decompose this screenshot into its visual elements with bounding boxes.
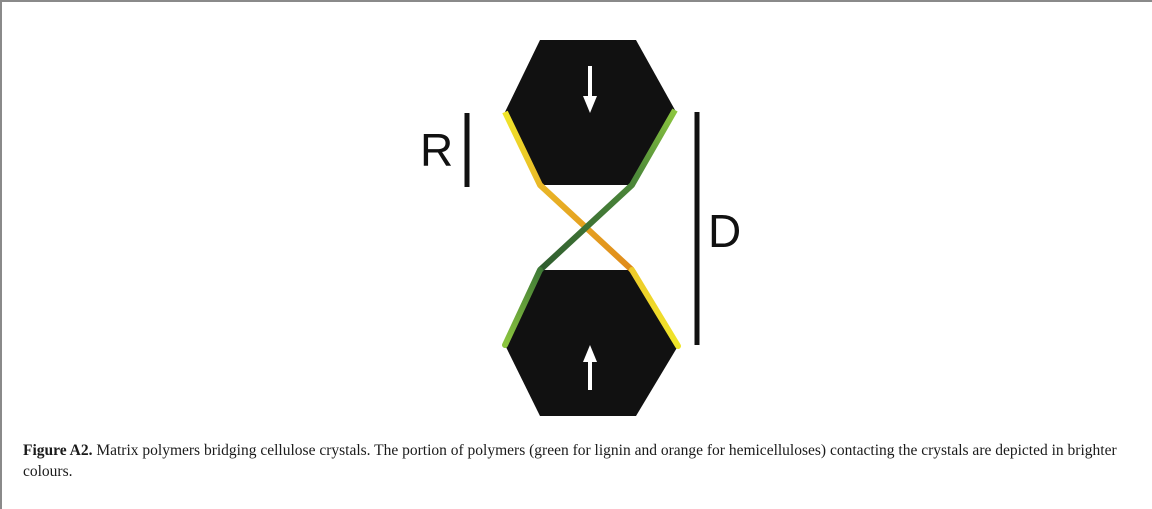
arrow-up-icon (583, 345, 597, 390)
crystal-bridging-diagram: R D (420, 40, 741, 416)
lignin-strand-top (537, 108, 678, 273)
arrow-down-icon (583, 66, 597, 113)
r-label: R (420, 124, 453, 176)
hemicellulose-strand-top (502, 110, 635, 273)
figure-caption-text: Matrix polymers bridging cellulose cryst… (23, 442, 1117, 480)
hemicellulose-strand-bottom (629, 267, 681, 349)
frame-top-border (0, 0, 1152, 2)
figure-label: Figure A2. (23, 442, 93, 459)
lignin-strand-bottom (502, 267, 543, 348)
figure-caption: Figure A2. Matrix polymers bridging cell… (23, 440, 1123, 482)
d-label: D (708, 205, 741, 257)
bottom-cellulose-crystal (505, 270, 678, 416)
frame-left-border (0, 0, 2, 509)
